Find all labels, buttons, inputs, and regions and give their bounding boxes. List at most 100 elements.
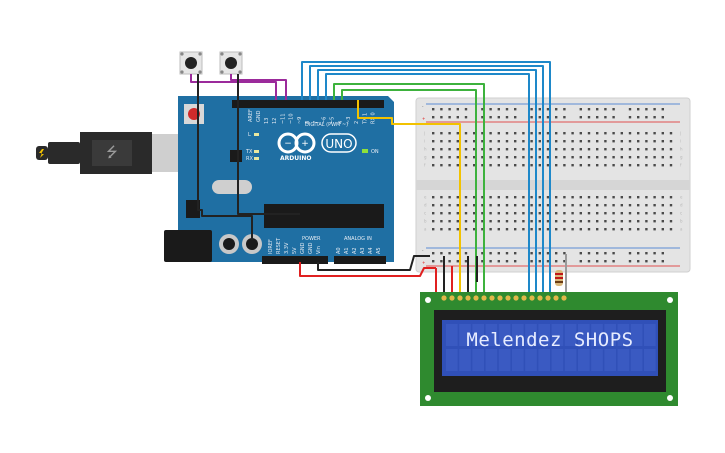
grid-hole [464,156,468,159]
grid-hole [514,212,517,215]
rail-hole [464,260,468,263]
row-letter: f [680,163,682,168]
grid-hole [563,212,566,215]
row-letter: j [423,131,425,136]
rail-hole [505,116,509,119]
brand-label: ARDUINO [280,155,311,162]
rail-hole [653,252,656,255]
grid-hole [596,140,599,143]
grid-hole [563,220,566,223]
grid-hole [587,140,591,143]
grid-hole [538,204,541,207]
grid-hole [456,156,459,159]
rail-hole [645,252,648,255]
lcd-pin [545,295,551,301]
rail-hole [637,116,640,119]
rail-hole [604,260,607,263]
wire-5v-main [299,262,436,277]
grid-hole [571,148,574,151]
power-pin-label: GND [300,242,306,254]
grid-hole [497,156,500,159]
rail-hole [464,108,468,111]
wire-blue-4 [325,73,530,296]
rail-hole [587,260,591,263]
grid-hole [645,204,648,207]
rail-hole [546,108,550,111]
grid-hole [522,212,525,215]
grid-hole [448,212,451,215]
lcd-cell [564,324,577,346]
row-letter: c [680,211,682,216]
lcd-cell [512,349,524,371]
grid-hole [489,148,492,151]
grid-hole [464,212,468,215]
push-button-2[interactable] [219,51,243,75]
grid-hole [637,132,640,135]
lcd-cell [644,324,656,346]
gnd-label: GND [256,110,262,122]
grid-hole [669,140,673,143]
rail-hole [628,260,632,263]
grid-hole [432,156,435,159]
grid-hole [637,204,640,207]
grid-hole [440,140,443,143]
grid-hole [596,228,599,231]
power-header [262,256,328,264]
grid-hole [628,220,632,223]
grid-hole [505,204,509,207]
grid-hole [481,140,484,143]
push-button-1[interactable] [179,51,203,75]
grid-hole [448,148,451,151]
grid-hole [489,204,492,207]
arduino-logo: − + [277,132,316,154]
lcd-cell [591,324,603,346]
grid-hole [489,156,492,159]
grid-hole [571,220,574,223]
rail-hole [596,260,599,263]
grid-hole [546,164,550,167]
grid-hole [596,220,599,223]
grid-hole [440,132,443,135]
grid-hole [637,220,640,223]
grid-hole [456,140,459,143]
row-letter: g [680,155,683,160]
power-label: POWER [302,236,321,242]
grid-hole [522,156,525,159]
grid-hole [653,212,656,215]
lcd-cell [498,349,511,371]
grid-hole [661,204,664,207]
grid-hole [628,204,632,207]
grid-hole [456,164,459,167]
rail-hole [464,252,468,255]
grid-hole [661,164,664,167]
grid-hole [620,196,623,199]
grid-hole [628,228,632,231]
row-letter: g [424,155,427,160]
grid-hole [448,220,451,223]
grid-hole [653,196,656,199]
grid-hole [587,132,591,135]
grid-hole [464,164,468,167]
rail-hole [661,252,664,255]
grid-hole [661,228,664,231]
grid-hole [538,148,541,151]
lcd-cell [617,349,630,371]
grid-hole [473,204,476,207]
rail-hole [530,108,533,111]
grid-hole [481,132,484,135]
led-l-label: L [248,132,251,138]
rail-hole [448,252,451,255]
grid-hole [612,156,615,159]
grid-hole [628,196,632,199]
lcd-pin [505,295,511,301]
grid-hole [514,204,517,207]
grid-hole [497,228,500,231]
lcd-cell [551,349,564,371]
rail-hole [604,116,607,119]
grid-hole [555,220,558,223]
rail-hole [628,108,632,111]
grid-hole [628,156,632,159]
row-letter: i [680,139,681,144]
grid-hole [448,156,451,159]
rail-minus-top: - [422,104,424,109]
